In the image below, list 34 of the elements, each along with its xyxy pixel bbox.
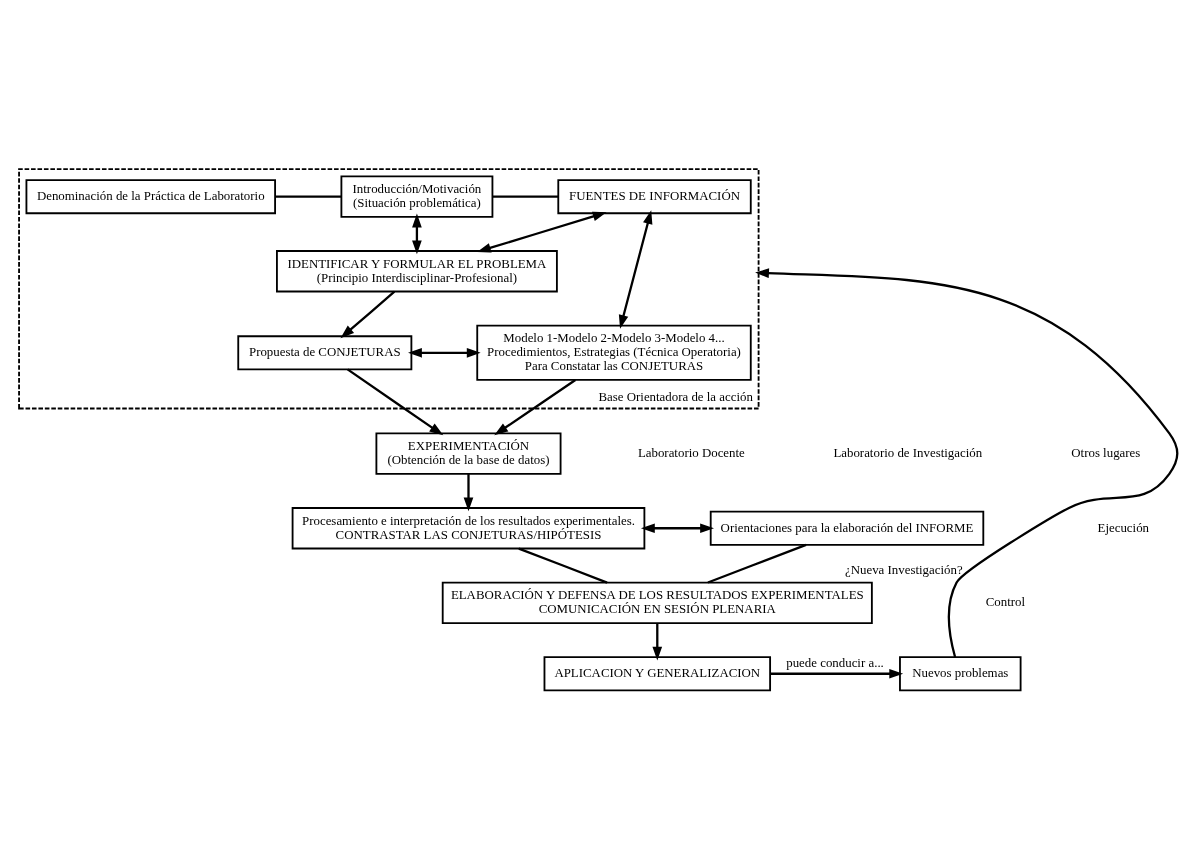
arrow <box>477 211 607 253</box>
arrow <box>494 379 577 436</box>
label: Laboratorio Docente <box>637 446 745 461</box>
label: Otros lugares <box>1071 446 1141 461</box>
label: Ejecución <box>1097 520 1150 535</box>
node-box: EXPERIMENTACIÓN (Obtención de la base de datos) <box>375 432 562 475</box>
node-box: IDENTIFICAR Y FORMULAR EL PROBLEMA (Principio Interdisciplinar-Profesional) <box>276 250 558 293</box>
node-box: Nuevos problemas <box>899 656 1022 692</box>
label: Control <box>985 595 1026 610</box>
node-box: Procesamiento e interpretación de los resultados experimentales. CONTRASTAR LAS CONJETURAS/HIPÓTESIS <box>291 507 646 550</box>
arrow <box>652 623 663 661</box>
node-box: Denominación de la Práctica de Laboratorio <box>25 179 276 215</box>
edge-label: ¿Nueva Investigación? <box>845 563 963 578</box>
node-box: APLICACION Y GENERALIZACION <box>543 656 771 692</box>
arrow <box>340 290 396 339</box>
connector <box>492 195 559 198</box>
edge-label: puede conducir a... <box>786 656 884 671</box>
arrow <box>640 523 714 534</box>
label: Laboratorio de Investigación <box>833 446 983 461</box>
node-box: Modelo 1-Modelo 2-Modelo 3-Modelo 4... Procedimientos, Estrategias (Técnica Operatoria) Para Constatar las CONJETURAS <box>476 324 752 381</box>
node-box: Propuesta de CONJETURAS <box>237 335 413 371</box>
node-box: ELABORACIÓN Y DEFENSA DE LOS RESULTADOS EXPERIMENTALES COMUNICACIÓN EN SESIÓN PLENARIA <box>441 581 873 624</box>
connector <box>518 547 608 584</box>
arrow <box>408 347 481 358</box>
arrow <box>770 668 904 679</box>
node-box: Orientaciones para la elaboración del INFORME <box>709 510 985 546</box>
connector <box>707 543 807 584</box>
node-box: FUENTES DE INFORMACIÓN <box>557 179 752 215</box>
node-box: Introducción/Motivación (Situación problemática) <box>340 175 494 218</box>
arrow <box>463 474 474 512</box>
connector <box>275 195 342 198</box>
arrow <box>618 210 653 329</box>
arrow <box>346 368 444 436</box>
arrow <box>755 268 1179 658</box>
